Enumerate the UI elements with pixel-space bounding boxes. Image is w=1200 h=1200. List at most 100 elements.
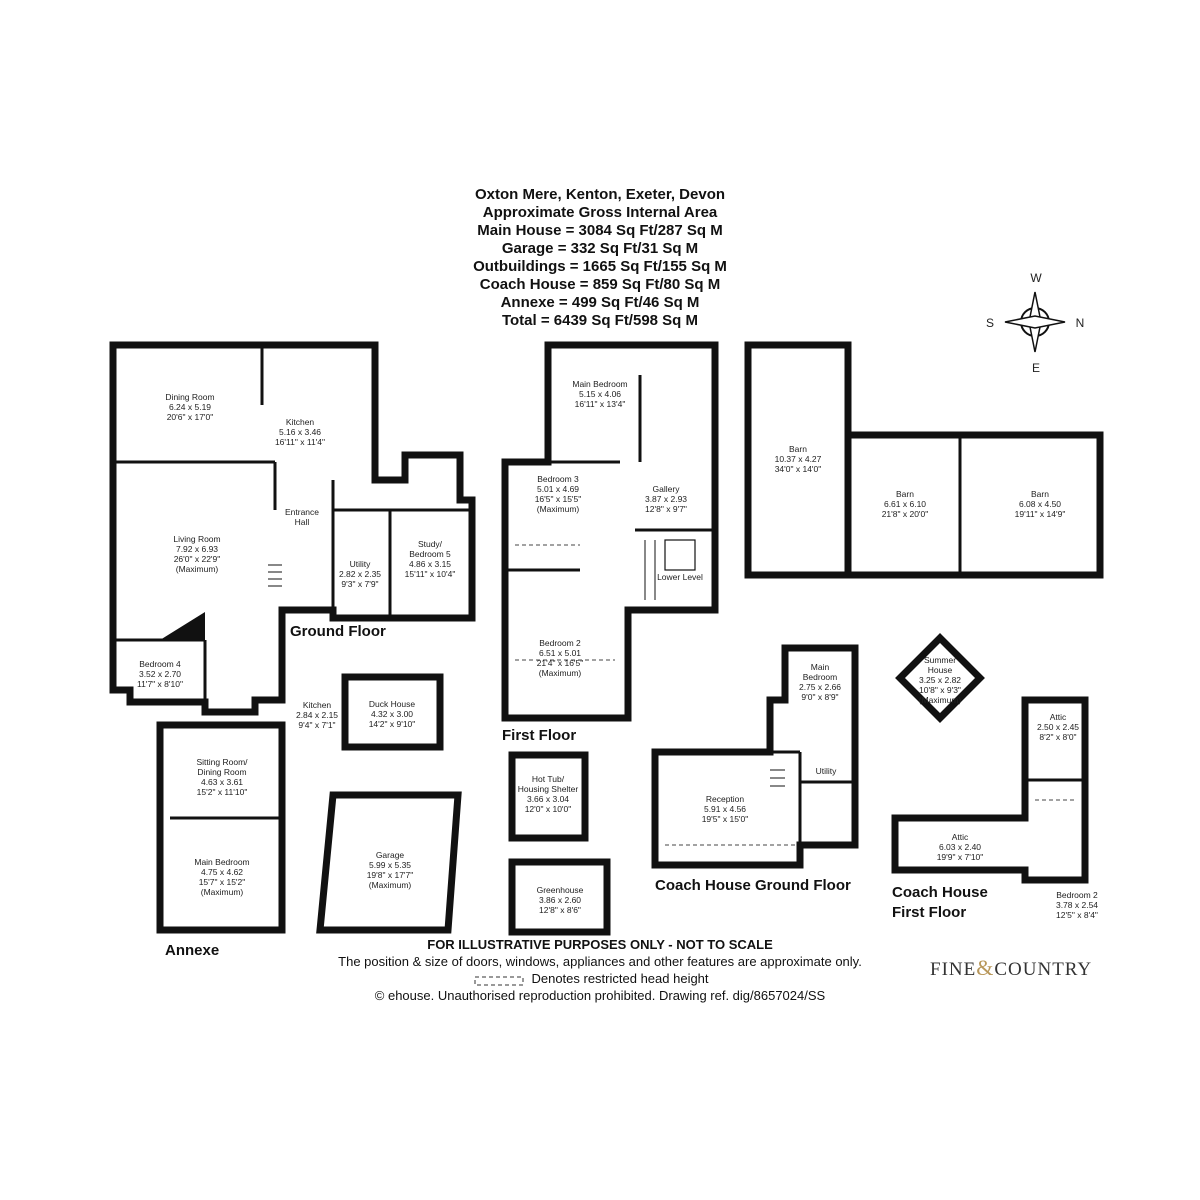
room-annexe-main-bedroom: Main Bedroom 4.75 x 4.62 15'7" x 15'2" (… [194, 857, 249, 897]
area-total: Total = 6439 Sq Ft/598 Sq M [501, 312, 699, 329]
svg-text:Hot Tub/: Hot Tub/ [532, 774, 565, 784]
room-lower-level: Lower Level [657, 572, 703, 582]
room-greenhouse: Greenhouse 3.86 x 2.60 12'8" x 8'6" [537, 885, 584, 915]
svg-text:15'2" x 11'10": 15'2" x 11'10" [197, 787, 248, 797]
svg-text:3.87 x 2.93: 3.87 x 2.93 [645, 494, 687, 504]
svg-text:2.50 x 2.45: 2.50 x 2.45 [1037, 722, 1079, 732]
svg-text:3.25 x 2.82: 3.25 x 2.82 [919, 675, 961, 685]
svg-text:Kitchen: Kitchen [286, 417, 315, 427]
svg-text:2.75 x 2.66: 2.75 x 2.66 [799, 682, 841, 692]
svg-text:Duck House: Duck House [369, 699, 416, 709]
room-barn-3: Barn 6.08 x 4.50 19'11" x 14'9" [1015, 489, 1066, 519]
fine-country-logo: FINE&COUNTRY [930, 955, 1092, 981]
svg-text:10'8" x 9'3": 10'8" x 9'3" [919, 685, 961, 695]
logo-word-1: FINE [930, 959, 977, 980]
logo-word-2: COUNTRY [994, 959, 1093, 980]
room-barn-1: Barn 10.37 x 4.27 34'0" x 14'0" [775, 444, 822, 474]
compass-e: E [1032, 361, 1040, 375]
logo-ampersand: & [976, 955, 995, 980]
floor-label-coach-first-1: Coach House [892, 884, 988, 901]
svg-text:3.86 x 2.60: 3.86 x 2.60 [539, 895, 581, 905]
svg-text:House: House [928, 665, 953, 675]
floor-label-first: First Floor [502, 727, 576, 744]
area-annexe: Annexe = 499 Sq Ft/46 Sq M [500, 294, 700, 311]
room-study: Study/ Bedroom 5 4.86 x 3.15 15'11" x 10… [405, 539, 456, 579]
svg-text:4.32 x 3.00: 4.32 x 3.00 [371, 709, 413, 719]
area-outbuildings: Outbuildings = 1665 Sq Ft/155 Sq M [473, 258, 727, 275]
svg-text:Bedroom 2: Bedroom 2 [1056, 890, 1098, 900]
footer-note: The position & size of doors, windows, a… [338, 954, 862, 969]
room-kitchen: Kitchen 5.16 x 3.46 16'11" x 11'4" [275, 417, 325, 447]
svg-text:12'0" x 10'0": 12'0" x 10'0" [525, 804, 572, 814]
svg-text:Kitchen: Kitchen [303, 700, 332, 710]
compass-n: N [1076, 316, 1085, 330]
svg-text:15'11" x 10'4": 15'11" x 10'4" [405, 569, 456, 579]
room-coach-main-bedroom: Main Bedroom 2.75 x 2.66 9'0" x 8'9" [799, 662, 841, 702]
room-bedroom-2: Bedroom 2 6.51 x 5.01 21'4" x 16'5" (Max… [537, 638, 584, 678]
compass-s: S [986, 316, 994, 330]
svg-text:3.66 x 3.04: 3.66 x 3.04 [527, 794, 569, 804]
svg-text:2.84 x 2.15: 2.84 x 2.15 [296, 710, 338, 720]
wall-first-floor [501, 341, 719, 722]
footer-copyright: © ehouse. Unauthorised reproduction proh… [374, 988, 826, 1003]
svg-text:12'8" x 9'7": 12'8" x 9'7" [645, 504, 687, 514]
svg-text:7.92 x 6.93: 7.92 x 6.93 [176, 544, 218, 554]
svg-text:16'11" x 13'4": 16'11" x 13'4" [575, 399, 626, 409]
svg-text:Bedroom 3: Bedroom 3 [537, 474, 579, 484]
wall-coach-ground [651, 644, 859, 869]
svg-text:9'0" x 8'9": 9'0" x 8'9" [801, 692, 838, 702]
room-coach-bedroom-2: Bedroom 2 3.78 x 2.54 12'5" x 8'4" [1056, 890, 1098, 920]
svg-text:5.01 x 4.69: 5.01 x 4.69 [537, 484, 579, 494]
svg-text:9'4" x 7'1": 9'4" x 7'1" [298, 720, 335, 730]
svg-text:(Maximum): (Maximum) [919, 695, 962, 705]
svg-text:Barn: Barn [896, 489, 914, 499]
footer: FOR ILLUSTRATIVE PURPOSES ONLY - NOT TO … [250, 936, 950, 1004]
svg-text:4.86 x 3.15: 4.86 x 3.15 [409, 559, 451, 569]
svg-text:Utility: Utility [816, 766, 838, 776]
svg-text:Attic: Attic [952, 832, 969, 842]
svg-text:Bedroom 2: Bedroom 2 [539, 638, 581, 648]
wall-garage [316, 791, 462, 934]
svg-text:19'11" x 14'9": 19'11" x 14'9" [1015, 509, 1066, 519]
svg-text:Reception: Reception [706, 794, 745, 804]
svg-text:Hall: Hall [295, 517, 310, 527]
svg-text:Garage: Garage [376, 850, 405, 860]
room-coach-utility: Utility [816, 766, 838, 776]
svg-text:16'11" x 11'4": 16'11" x 11'4" [275, 437, 325, 447]
svg-text:Dining Room: Dining Room [165, 392, 214, 402]
svg-text:Gallery: Gallery [653, 484, 681, 494]
svg-text:Greenhouse: Greenhouse [537, 885, 584, 895]
svg-text:(Maximum): (Maximum) [176, 564, 219, 574]
room-annexe-kitchen: Kitchen 2.84 x 2.15 9'4" x 7'1" [296, 700, 338, 730]
svg-text:6.03 x 2.40: 6.03 x 2.40 [939, 842, 981, 852]
room-dining: Dining Room 6.24 x 5.19 20'6" x 17'0" [165, 392, 214, 422]
svg-text:Summer: Summer [924, 655, 956, 665]
svg-text:11'7" x 8'10": 11'7" x 8'10" [137, 679, 183, 689]
floor-label-annexe: Annexe [165, 942, 219, 959]
svg-text:5.15 x 4.06: 5.15 x 4.06 [579, 389, 621, 399]
wall-summer-house [895, 633, 985, 723]
property-header: Oxton Mere, Kenton, Exeter, Devon Approx… [400, 186, 800, 330]
svg-text:Bedroom 4: Bedroom 4 [139, 659, 181, 669]
svg-text:Dining Room: Dining Room [197, 767, 246, 777]
room-attic-1: Attic 2.50 x 2.45 8'2" x 8'0" [1037, 712, 1079, 742]
svg-text:(Maximum): (Maximum) [539, 668, 582, 678]
svg-text:12'8" x 8'6": 12'8" x 8'6" [539, 905, 581, 915]
svg-text:Lower Level: Lower Level [657, 572, 703, 582]
svg-text:5.99 x 5.35: 5.99 x 5.35 [369, 860, 411, 870]
svg-text:Barn: Barn [789, 444, 807, 454]
svg-text:6.61 x 6.10: 6.61 x 6.10 [884, 499, 926, 509]
restricted-height-legend-icon [474, 976, 524, 986]
svg-text:5.91 x 4.56: 5.91 x 4.56 [704, 804, 746, 814]
svg-text:19'8" x 17'7": 19'8" x 17'7" [367, 870, 414, 880]
svg-text:6.24 x 5.19: 6.24 x 5.19 [169, 402, 211, 412]
svg-text:Bedroom: Bedroom [803, 672, 838, 682]
wall-greenhouse [508, 858, 611, 936]
room-attic-2: Attic 6.03 x 2.40 19'9" x 7'10" [937, 832, 984, 862]
svg-text:Living Room: Living Room [173, 534, 220, 544]
svg-text:(Maximum): (Maximum) [369, 880, 412, 890]
room-summer-house: Summer House 3.25 x 2.82 10'8" x 9'3" (M… [919, 655, 962, 705]
svg-text:12'5" x 8'4": 12'5" x 8'4" [1056, 910, 1098, 920]
svg-text:Main Bedroom: Main Bedroom [572, 379, 627, 389]
